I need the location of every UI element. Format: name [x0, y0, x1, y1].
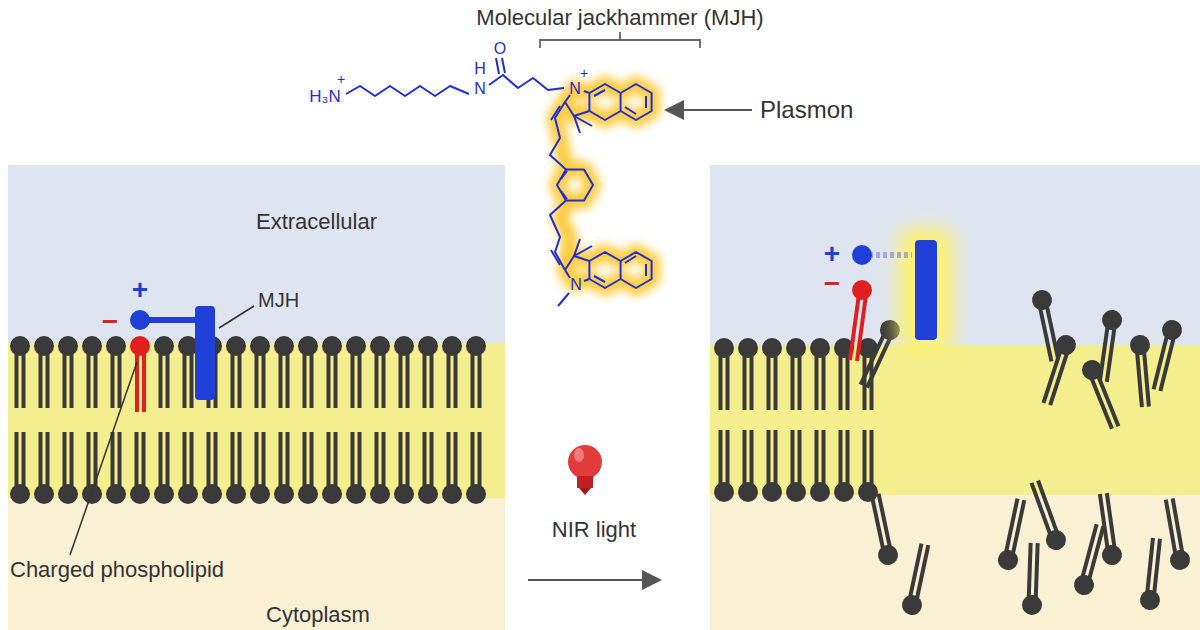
leader-line: [70, 362, 137, 555]
mjh-bar: [915, 240, 937, 340]
phospholipid: [714, 430, 734, 502]
phospholipid: [1093, 492, 1123, 566]
molecule-structure: [346, 58, 652, 306]
phospholipid: [82, 336, 102, 408]
region-label: Extracellular: [256, 210, 377, 234]
phospholipid: [1147, 318, 1184, 393]
atom-label: N: [474, 80, 486, 98]
phospholipid: [178, 432, 198, 504]
charged-lipid: [850, 280, 872, 361]
charge-sign: +: [824, 239, 840, 270]
phospholipid: [58, 432, 78, 504]
phospholipid: [202, 432, 222, 504]
phospholipid: [1159, 497, 1191, 571]
phospholipid: [810, 338, 830, 410]
phospholipid: [274, 336, 294, 408]
phospholipid: [226, 336, 246, 408]
phospholipid: [34, 432, 54, 504]
heading-label: Molecular jackhammer (MJH): [476, 6, 763, 30]
atom-label: N: [569, 80, 581, 98]
phospholipid: [996, 497, 1031, 572]
phospholipid: [1025, 478, 1068, 552]
charge-sign: −: [102, 307, 118, 338]
charge-sign: +: [132, 275, 148, 306]
charge-sign: +: [580, 66, 588, 81]
phospholipid: [394, 336, 414, 408]
bracket: [540, 32, 700, 48]
phospholipid: [322, 336, 342, 408]
phospholipid: [274, 432, 294, 504]
cation-head: [852, 245, 872, 265]
phospholipid: [154, 336, 174, 408]
process-label: NIR light: [552, 518, 636, 542]
phospholipid: [466, 336, 486, 408]
phospholipid: [1139, 537, 1166, 611]
phospholipid: [786, 338, 806, 410]
atom-label: O: [494, 40, 506, 58]
plasmon-glow: [555, 84, 652, 288]
phospholipid: [762, 430, 782, 502]
phospholipid: [1093, 309, 1123, 383]
phospholipid: [106, 336, 126, 408]
phospholipid: [250, 432, 270, 504]
phospholipid: [762, 338, 782, 410]
phospholipid: [10, 336, 30, 408]
phospholipid: [1037, 332, 1078, 407]
process-arrow: [528, 579, 658, 581]
atom-label: H₃N: [309, 88, 340, 107]
phospholipid: [442, 336, 462, 408]
region-label: Cytoplasm: [266, 603, 370, 627]
phospholipid: [298, 336, 318, 408]
atom-label: N: [570, 276, 582, 294]
atom-label: H: [474, 60, 486, 78]
phospholipid: [1129, 334, 1155, 407]
mjh-anchor: [130, 306, 215, 400]
phospholipid: [418, 432, 438, 504]
phospholipid: [900, 542, 935, 617]
phospholipid: [346, 432, 366, 504]
charge-sign: −: [824, 269, 840, 300]
pointer-arrow: [668, 109, 752, 111]
phospholipid: [370, 336, 390, 408]
phospholipid: [418, 336, 438, 408]
callout-label: Charged phospholipid: [10, 558, 224, 582]
phospholipid: [322, 432, 342, 504]
phospholipid: [226, 432, 246, 504]
phospholipid: [10, 432, 30, 504]
phospholipid: [865, 492, 900, 567]
region-band: Extracellular: [8, 165, 505, 343]
callout-label: MJH: [258, 289, 299, 311]
light-bulb: [568, 445, 602, 495]
phospholipid: [130, 432, 150, 504]
phospholipid: [786, 430, 806, 502]
callout-label: Plasmon: [760, 97, 853, 123]
leader-line: [219, 306, 254, 328]
phospholipid: [154, 432, 174, 504]
phospholipid: [394, 432, 414, 504]
phospholipid: [250, 336, 270, 408]
phospholipid: [810, 430, 830, 502]
charge-sign: +: [337, 72, 345, 87]
lipid-bilayer: [10, 288, 1192, 617]
phospholipid: [58, 336, 78, 408]
phospholipid: [738, 338, 758, 410]
phospholipid: [714, 338, 734, 410]
phospholipid: [442, 432, 462, 504]
phospholipid: [346, 336, 366, 408]
phospholipid: [858, 430, 878, 502]
phospholipid: [738, 430, 758, 502]
phospholipid: [466, 432, 486, 504]
phospholipid: [298, 432, 318, 504]
phospholipid: [370, 432, 390, 504]
phospholipid: [834, 430, 854, 502]
phospholipid: [34, 336, 54, 408]
glow: [898, 228, 954, 352]
phospholipid: [1022, 543, 1045, 616]
